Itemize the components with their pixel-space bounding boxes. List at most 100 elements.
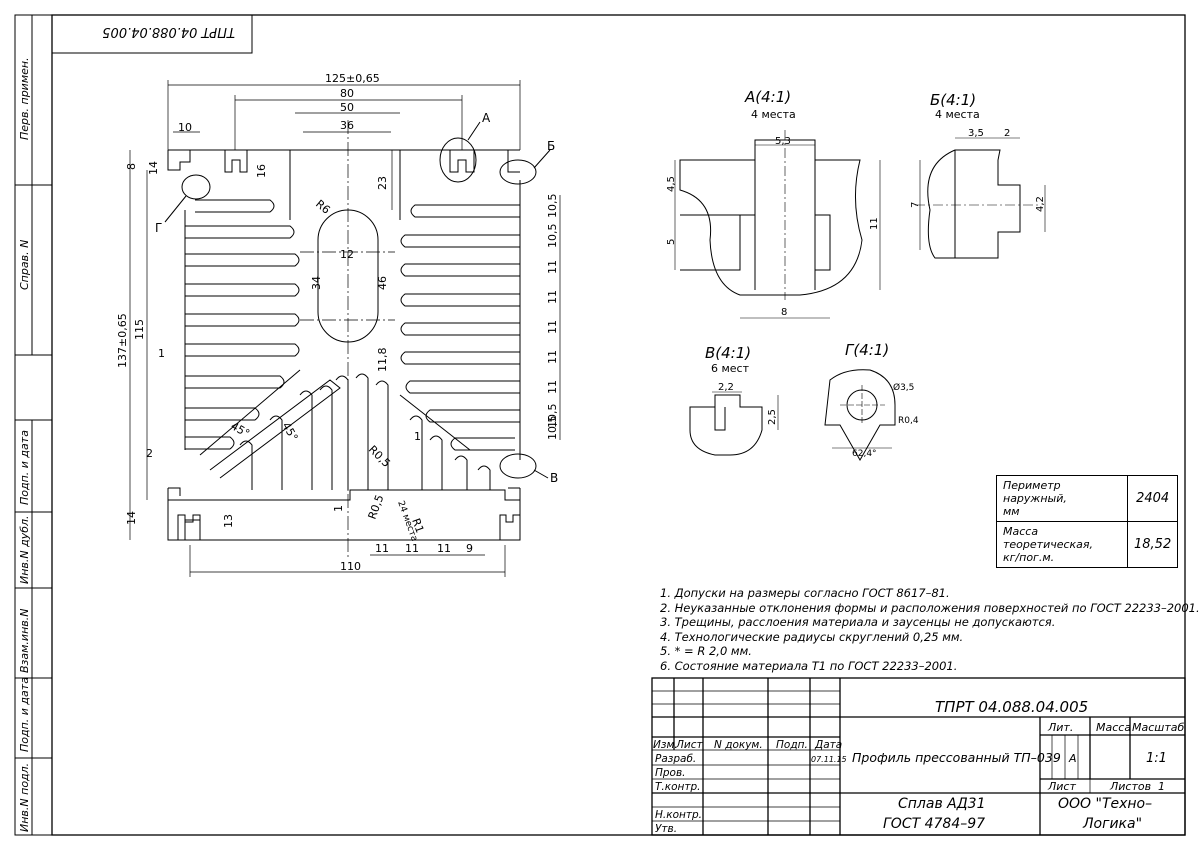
view-a-dim-5: 5 (666, 239, 677, 245)
dim-1-bottom: 1 (332, 505, 345, 512)
dim-right-8: 10,5 (546, 416, 559, 441)
view-g (824, 369, 896, 462)
dim-11-b: 11 (405, 542, 419, 555)
dim-16: 16 (255, 164, 268, 178)
callout-v: В (550, 471, 558, 485)
dim-1-right: 1 (414, 430, 421, 443)
side-label-perv: Перв. примен. (18, 57, 31, 140)
stamp-code: ТПРТ 04.088.04.005 (102, 24, 235, 39)
dim-right-6: 11 (546, 380, 559, 394)
dim-right-3: 11 (546, 290, 559, 304)
dim-r6: R6 (313, 197, 333, 216)
stamp-box (51, 14, 253, 54)
technical-notes: 1. Допуски на размеры согласно ГОСТ 8617… (660, 586, 1200, 674)
callout-letters: А Б В Г (155, 111, 558, 485)
view-v-dim-25: 2,5 (767, 409, 778, 425)
note-item: 4. Технологические радиусы скруглений 0,… (660, 629, 964, 644)
tb-col-izm: Изм. (653, 739, 678, 751)
property-label: Периметр наружный,мм (996, 475, 1128, 522)
tb-lit-label: Лит. (1047, 721, 1073, 734)
title-block-grid (651, 677, 1186, 836)
view-g-dim-d35: Ø3,5 (893, 382, 914, 393)
side-label-sprav: Справ. N (18, 240, 31, 290)
dim-10: 10 (178, 121, 192, 134)
tb-col-podp: Подп. (776, 739, 808, 751)
view-b (915, 137, 1046, 259)
view-b-title: Б(4:1) (930, 91, 976, 109)
callout-b: Б (547, 139, 555, 153)
dim-right-7: 10,5 (546, 404, 559, 429)
title-block-text: ТПРТ 04.088.04.005 Профиль прессованный … (653, 698, 1184, 835)
dim-14-bottom: 14 (125, 511, 138, 525)
tb-date: 07.11.15 (811, 755, 847, 764)
dimension-lines (129, 80, 561, 577)
right-fins (400, 180, 521, 460)
tb-name: Профиль прессованный ТП–039 (852, 750, 1061, 765)
dim-125: 125±0,65 (325, 72, 380, 85)
view-b-dim-7: 7 (910, 202, 921, 208)
tb-role-nkontr: Н.контр. (655, 809, 702, 821)
tb-role-razrab: Разраб. (655, 753, 696, 765)
property-row: Масса теоретическая,кг/пог.м. 18,52 (996, 521, 1179, 568)
dim-50: 50 (340, 101, 354, 114)
view-b-sub: 4 места (935, 108, 980, 121)
tb-company-1: ООО "Техно– (1058, 796, 1152, 812)
tb-lit-value: А (1068, 752, 1077, 765)
dim-46: 46 (376, 276, 389, 290)
dim-9: 9 (466, 542, 473, 555)
side-labels: Перв. примен. Справ. N Подп. и дата Инв.… (18, 57, 31, 832)
callouts (164, 121, 551, 479)
dim-11-a: 11 (375, 542, 389, 555)
dim-right-2: 11 (546, 260, 559, 274)
bottom-fins (239, 373, 491, 490)
view-v-title: В(4:1) (705, 344, 751, 362)
dim-right-0: 10,5 (546, 194, 559, 219)
dim-12: 12 (340, 248, 354, 261)
side-label-inv-dubl: Инв.N дубл. (18, 515, 31, 584)
tb-col-list: Лист (675, 739, 703, 751)
note-item: 6. Состояние материала Т1 по ГОСТ 22233–… (660, 658, 958, 673)
callout-a: А (482, 111, 491, 125)
property-label: Масса теоретическая,кг/пог.м. (996, 521, 1128, 568)
dim-11-c: 11 (437, 542, 451, 555)
dim-r05-a: R0,5 (366, 443, 393, 470)
dim-45-b: 45° (279, 420, 300, 443)
dim-45-a: 45° (229, 419, 252, 440)
dim-110: 110 (340, 560, 361, 573)
dim-right-1: 10,5 (546, 224, 559, 249)
view-g-dim-r04: R0,4 (898, 416, 919, 426)
tb-material-2: ГОСТ 4784–97 (883, 816, 985, 832)
view-a (674, 130, 881, 319)
dim-right-4: 11 (546, 320, 559, 334)
dim-115: 115 (133, 319, 146, 340)
view-v-text: В(4:1) 6 мест 2,2 2,5 (705, 344, 778, 425)
dim-13: 13 (222, 514, 235, 528)
view-a-title: А(4:1) (744, 88, 791, 106)
view-b-dim-42: 4,2 (1035, 196, 1046, 212)
dim-r1: R1 (409, 517, 426, 535)
note-item: 1. Допуски на размеры согласно ГОСТ 8617… (660, 586, 950, 600)
view-g-title: Г(4:1) (845, 341, 889, 359)
view-g-dim-624: 62,4° (852, 449, 877, 459)
side-label-inv-podl: Инв.N подл. (18, 763, 31, 832)
dim-23: 23 (376, 176, 389, 190)
tb-role-tkontr: Т.контр. (655, 781, 701, 793)
tb-col-date: Дата (814, 739, 842, 751)
side-label-podp1: Подп. и дата (18, 430, 31, 505)
dim-1-left: 1 (158, 347, 165, 360)
view-b-dim-35: 3,5 (968, 128, 984, 139)
view-g-text: Г(4:1) Ø3,5 R0,4 62,4° (845, 341, 919, 459)
tb-scale-label: Масштаб (1132, 721, 1184, 734)
dim-80: 80 (340, 87, 354, 100)
property-row: Периметр наружный,мм 2404 (996, 475, 1179, 522)
view-a-dim-53: 5,3 (775, 136, 791, 147)
dim-2: 2 (146, 447, 153, 460)
tb-sheets-value: 1 (1158, 780, 1165, 793)
profile-drawing (167, 149, 521, 541)
note-item: 3. Трещины, расслоения материала и заусе… (660, 615, 1056, 630)
tb-role-utv: Утв. (655, 823, 677, 835)
view-a-dim-8: 8 (781, 307, 787, 318)
dim-8: 8 (125, 163, 138, 170)
view-a-text: А(4:1) 4 места 5,3 4,5 5 8 11 (666, 88, 880, 318)
